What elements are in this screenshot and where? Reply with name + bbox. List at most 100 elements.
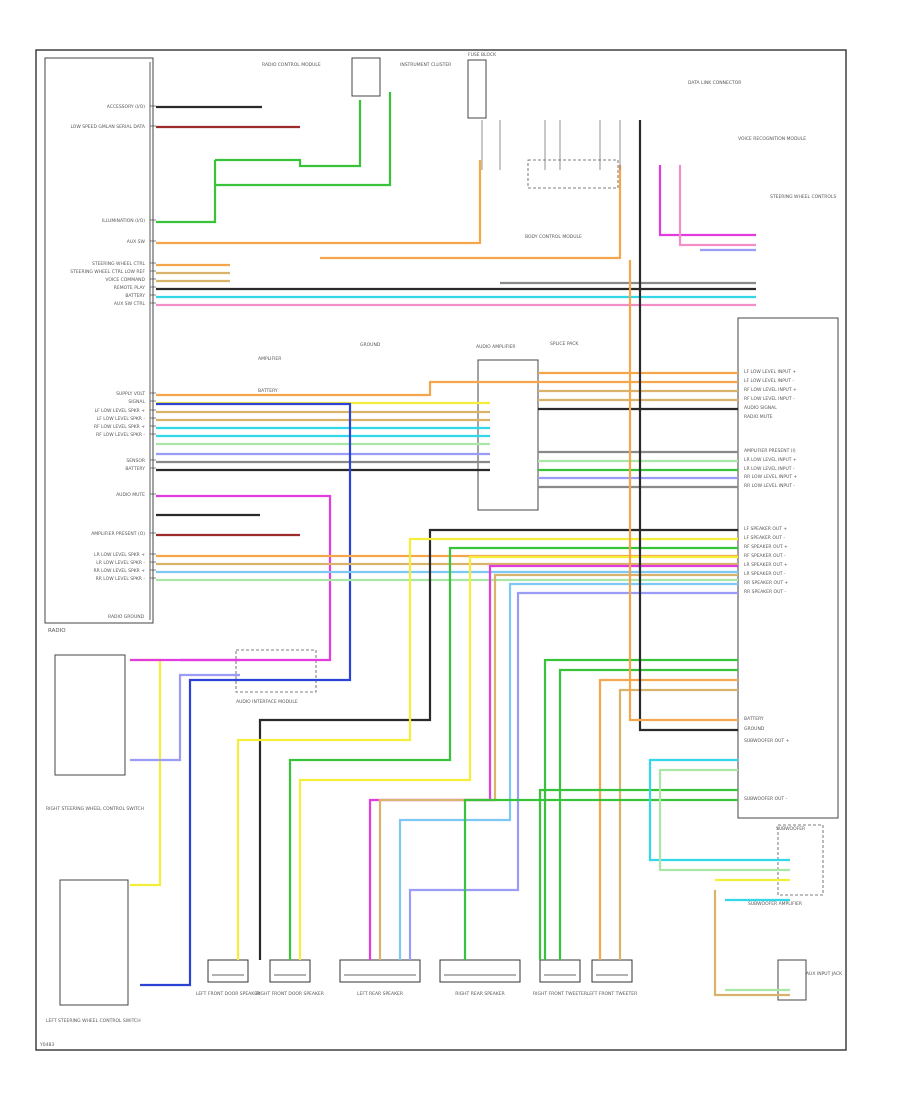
radio-pin-label: LR LOW LEVEL SPKR + — [94, 552, 145, 558]
bcm-box — [527, 159, 619, 189]
wire-sub-plus — [538, 788, 738, 960]
speaker-body — [207, 959, 249, 983]
svg-text:GROUND: GROUND — [360, 342, 381, 348]
amplifier-pin-label: LR LOW LEVEL INPUT - — [744, 466, 795, 472]
wire-green-top2 — [215, 92, 392, 187]
wire-tweeter-lf-minus — [618, 688, 738, 960]
left-switch-label: LEFT STEERING WHEEL CONTROL SWITCH — [46, 1018, 141, 1024]
speaker-body — [439, 959, 521, 983]
steering-left-switch-box — [59, 879, 129, 1006]
speaker-label: RIGHT REAR SPEAKER — [455, 991, 505, 997]
wire-rr-spk-minus — [408, 591, 738, 960]
radio-pin-label: LOW SPEED GMLAN SERIAL DATA — [70, 124, 145, 130]
wire-tweeter-rf-minus — [558, 668, 738, 960]
radio-pin-label: SENSOR — [126, 458, 145, 464]
radio-label: RADIO — [48, 628, 66, 634]
svg-text:SUBWOOFER AMPLIFIER: SUBWOOFER AMPLIFIER — [748, 901, 802, 907]
radio-pin-label: ACCESSORY (I/O) — [107, 104, 146, 110]
svg-text:AUX INPUT JACK: AUX INPUT JACK — [806, 971, 843, 977]
amplifier-pin-label: SUBWOOFER OUT - — [744, 796, 788, 802]
wire-rf-spk-plus — [288, 546, 738, 960]
svg-text:VOICE RECOGNITION MODULE: VOICE RECOGNITION MODULE — [738, 136, 806, 142]
speaker-label: LEFT FRONT DOOR SPEAKER — [196, 991, 260, 997]
wire-aux-tan — [713, 890, 790, 997]
radio-pin-label: LR LOW LEVEL SPKR - — [96, 560, 145, 566]
radio-ground-label: RADIO GROUND — [108, 614, 145, 620]
svg-text:STEERING WHEEL CONTROLS: STEERING WHEEL CONTROLS — [770, 194, 836, 200]
radio-pin-label: AUX SW CTRL — [114, 301, 146, 307]
speaker-label: LEFT REAR SPEAKER — [357, 991, 403, 997]
wires — [130, 92, 790, 997]
wire-sub-pale — [658, 768, 790, 872]
radio-pin-label: BATTERY — [125, 293, 145, 299]
svg-text:FUSE BLOCK: FUSE BLOCK — [468, 52, 497, 58]
radio-pin-labels: ACCESSORY (I/O) LOW SPEED GMLAN SERIAL DA… — [70, 104, 156, 582]
radio-pin-label: AUX SW — [127, 239, 146, 245]
radio-pin-label: SUPPLY VOLT — [116, 391, 145, 397]
amplifier-pin-label: GROUND — [744, 726, 765, 732]
wire-blue-supply — [140, 402, 352, 987]
svg-text:RADIO CONTROL MODULE: RADIO CONTROL MODULE — [262, 62, 321, 68]
amplifier-pin-label: RF SPEAKER OUT + — [744, 544, 788, 550]
wire-lr-spk-plus — [368, 564, 738, 960]
radio-pin-label: RF LOW LEVEL SPKR + — [94, 424, 145, 430]
wire-illumination — [156, 160, 217, 224]
fuse-block-box — [467, 59, 487, 119]
wire-rf-spk-minus — [298, 555, 738, 960]
svg-text:BODY CONTROL MODULE: BODY CONTROL MODULE — [525, 234, 582, 240]
wire-magenta-mute — [156, 494, 332, 662]
right-switch-label: RIGHT STEERING WHEEL CONTROL SWITCH — [46, 806, 144, 812]
wire-amp-battery — [638, 120, 738, 732]
speaker-label: RIGHT FRONT TWEETER — [533, 991, 587, 997]
wire-tweeter-rf-plus — [543, 658, 738, 960]
wire-lf-spk-minus — [236, 537, 738, 960]
amplifier-pin-label: RF LOW LEVEL INPUT + — [744, 387, 797, 393]
wire-magenta-top — [658, 165, 756, 237]
radio-pin-label: LF LOW LEVEL SPKR - — [97, 416, 146, 422]
amplifier-pin-label: RF SPEAKER OUT - — [744, 553, 786, 559]
speaker-body — [591, 959, 633, 983]
amplifier-pin-label: LF LOW LEVEL INPUT - — [744, 378, 794, 384]
svg-text:SUBWOOFER: SUBWOOFER — [776, 826, 805, 832]
amplifier-pin-labels: LF LOW LEVEL INPUT +LF LOW LEVEL INPUT -… — [744, 369, 798, 802]
radio-pin-label: STEERING WHEEL CTRL LOW REF — [70, 269, 145, 275]
right-lower-labels: SUBWOOFER SUBWOOFER AMPLIFIER AUX INPUT … — [748, 826, 843, 977]
radio-pin-label: VOICE COMMAND — [105, 277, 145, 283]
wire-tweeter-lf-plus — [598, 678, 738, 960]
wire-amp-orange — [628, 260, 738, 722]
wire-lf-spk-plus — [258, 528, 738, 960]
amplifier-pin-label: RR SPEAKER OUT - — [744, 589, 787, 595]
wire-steering-yellow — [130, 658, 162, 887]
wire-pink-top — [678, 165, 756, 247]
amplifier-pin-label: LF SPEAKER OUT + — [744, 526, 787, 532]
speaker-body — [339, 959, 421, 983]
wire-green-top — [215, 100, 362, 168]
svg-text:DATA LINK CONNECTOR: DATA LINK CONNECTOR — [688, 80, 741, 86]
wire-aux-sw — [156, 160, 482, 245]
wire-sub-minus — [463, 798, 738, 960]
svg-text:BATTERY: BATTERY — [258, 388, 278, 394]
svg-text:AUDIO AMPLIFIER: AUDIO AMPLIFIER — [476, 344, 516, 350]
radio-pin-label: AMPLIFIER PRESENT (O) — [91, 531, 145, 537]
radio-pin-label: LF LOW LEVEL SPKR + — [95, 408, 146, 414]
amplifier-pin-label: RF LOW LEVEL INPUT - — [744, 396, 795, 402]
wire-rr-spk-plus — [398, 582, 738, 960]
speaker-body — [269, 959, 311, 983]
audio-interface-box — [235, 649, 317, 693]
svg-text:AUDIO INTERFACE MODULE: AUDIO INTERFACE MODULE — [236, 699, 298, 705]
wire-steering-lavender — [130, 673, 240, 762]
mid-labels: AMPLIFIER BATTERY GROUND SPLICE PACK AUD… — [236, 341, 579, 705]
amplifier-pin-label: AUDIO SIGNAL — [744, 405, 777, 411]
amplifier-pin-label: LR LOW LEVEL INPUT + — [744, 457, 797, 463]
top-labels: RADIO CONTROL MODULE INSTRUMENT CLUSTER … — [262, 52, 836, 350]
amplifier-pin-label: RR LOW LEVEL INPUT + — [744, 474, 798, 480]
wire-aux-sw2 — [320, 165, 622, 260]
radio-pin-label: BATTERY — [125, 466, 145, 472]
svg-text:AMPLIFIER: AMPLIFIER — [258, 356, 281, 362]
radio-pin-label: SIGNAL — [128, 399, 145, 405]
radio-pin-label: STEERING WHEEL CTRL — [92, 261, 146, 267]
radio-pin-label: RR LOW LEVEL SPKR + — [93, 568, 145, 574]
footer-code: Y0483 — [39, 1042, 54, 1048]
